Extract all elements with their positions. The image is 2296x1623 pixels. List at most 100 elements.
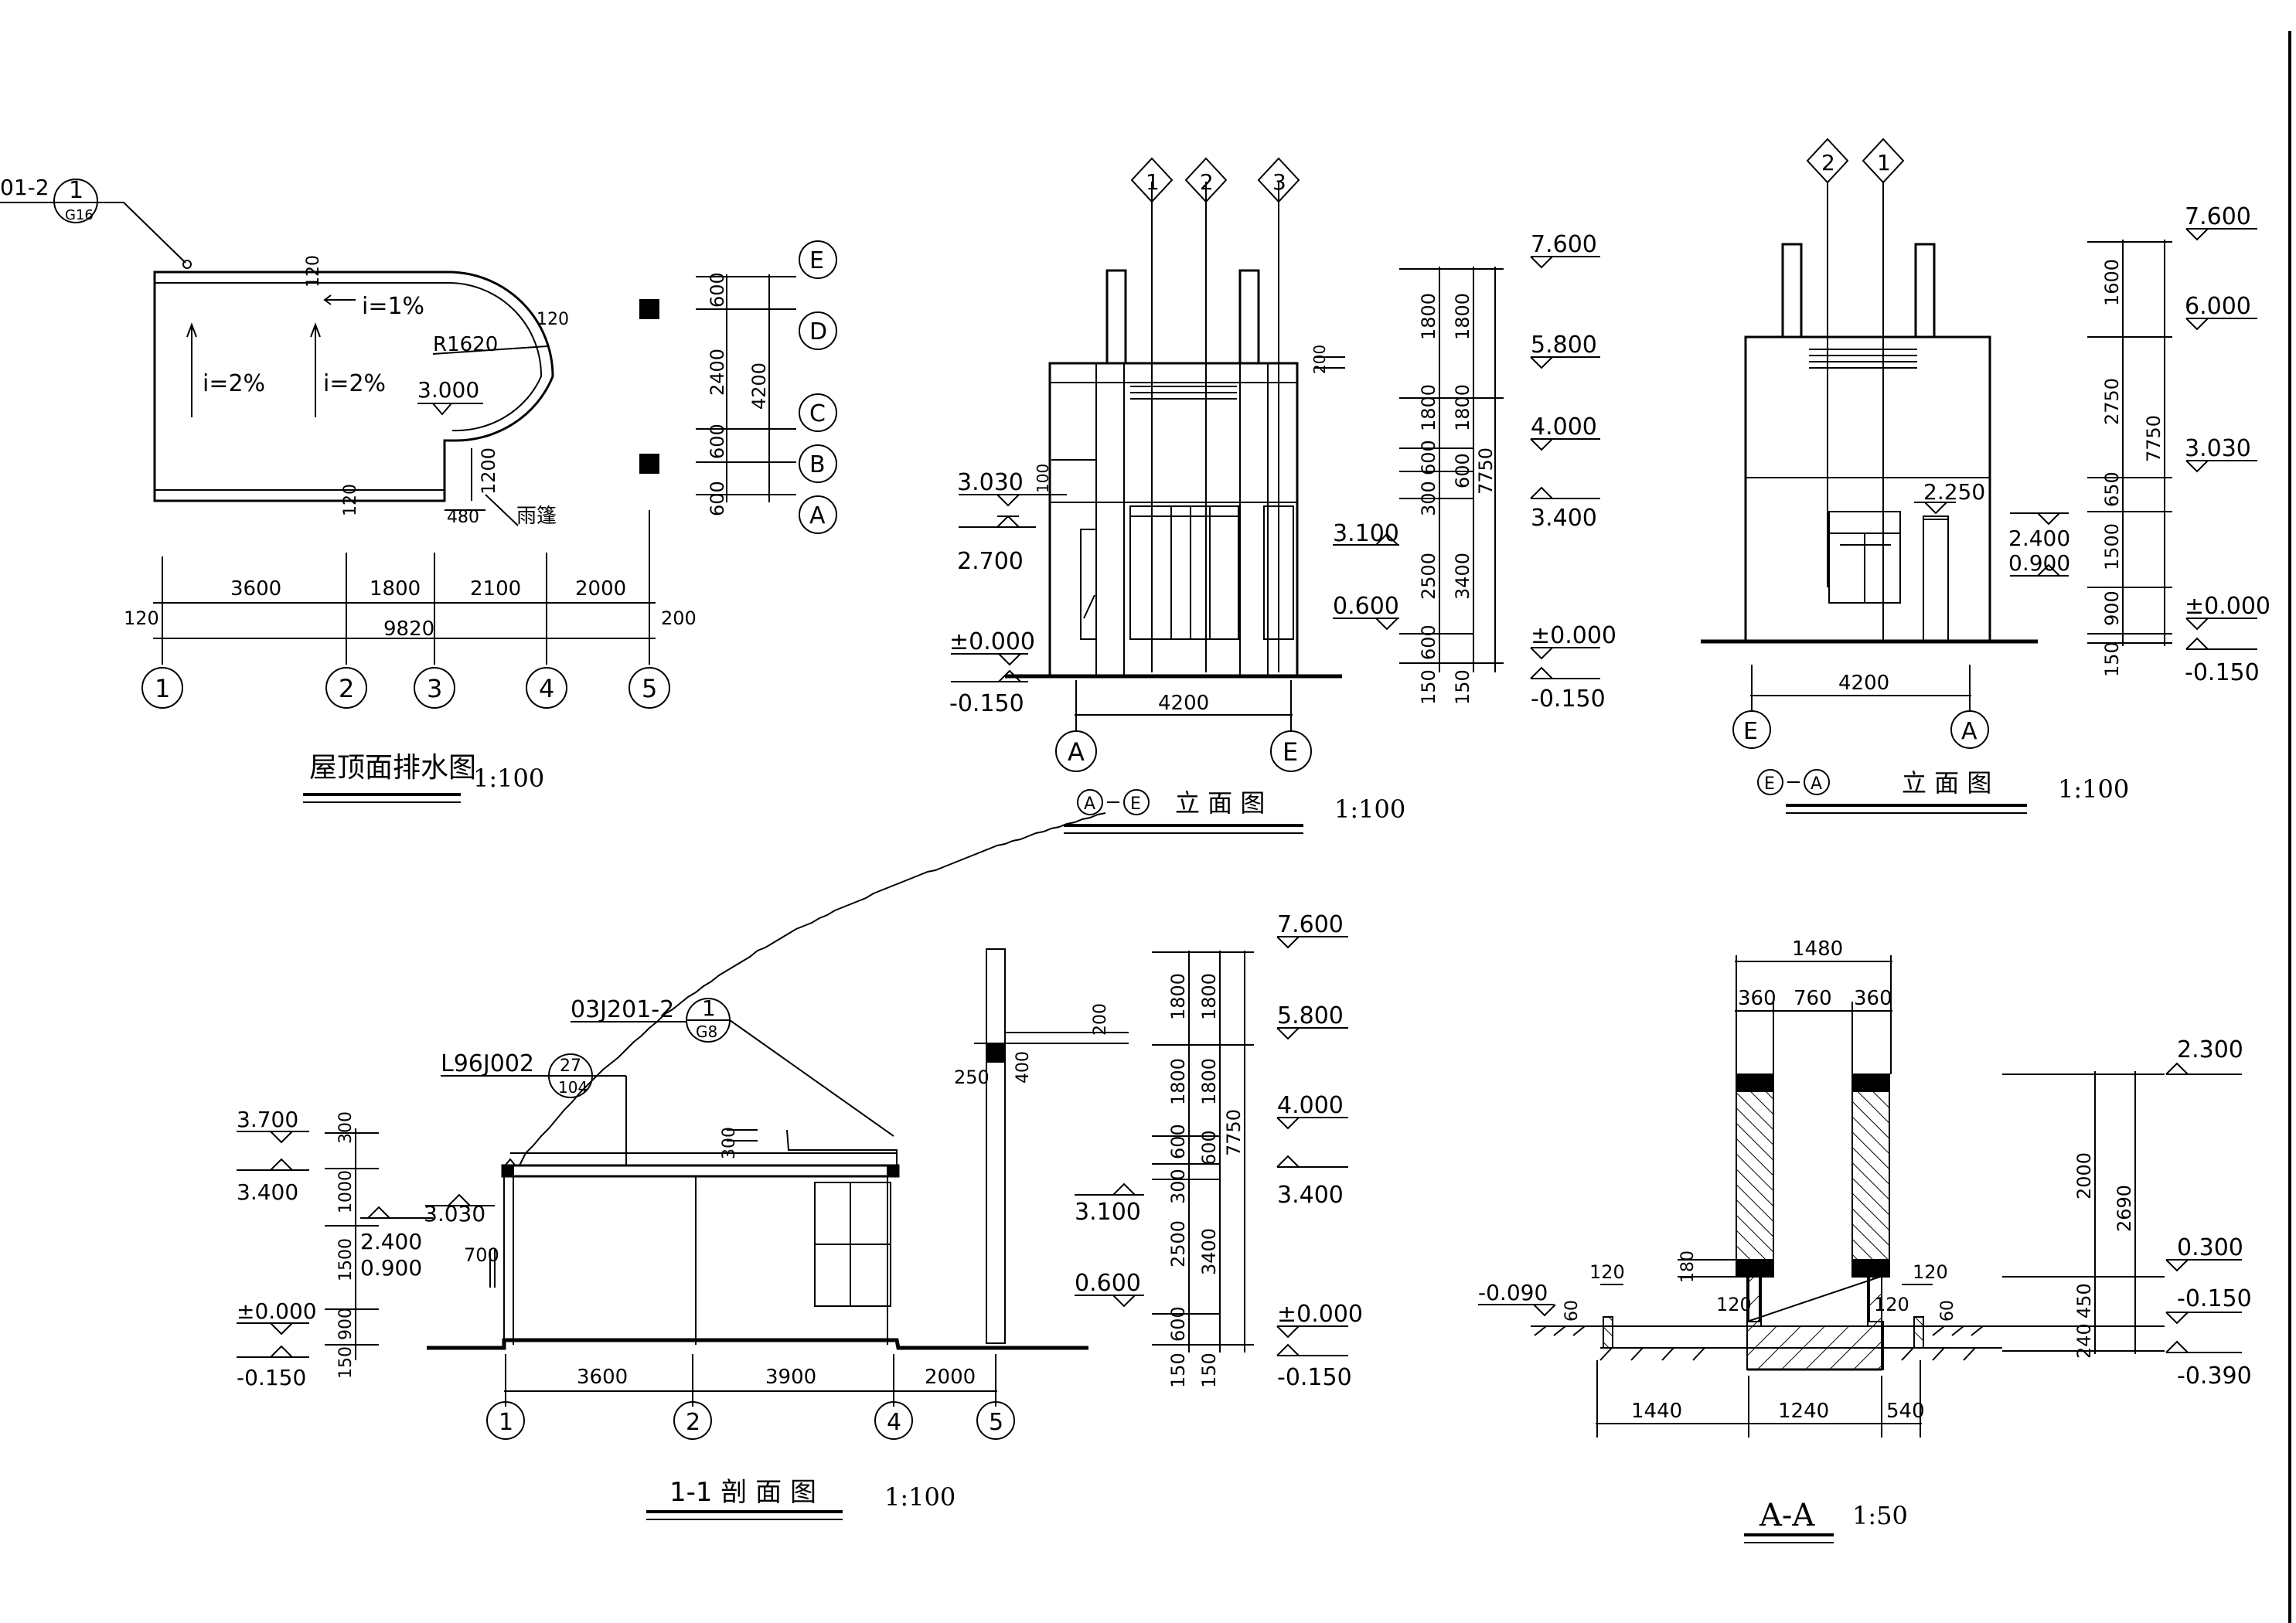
ae-axis-right: E (1283, 737, 1298, 767)
marker-square (639, 299, 659, 319)
ae-dim-col1: 150 (1418, 669, 1439, 705)
roof-axis-label: 1 (155, 674, 170, 703)
s11-dim-col1: 150 (1167, 1352, 1189, 1388)
aa-dim-120b: 120 (1716, 1294, 1752, 1315)
s11-right-elev: 4.000 (1277, 1092, 1344, 1119)
roof-dim-1200: 1200 (478, 447, 499, 495)
roof-axis-bubble (414, 667, 455, 709)
roof-dim-right: 600 (707, 481, 728, 516)
s11-dim-bottom: 3900 (765, 1366, 816, 1389)
s11-ref1-num: 1 (702, 995, 716, 1021)
s11-dim-col1: 1800 (1167, 1058, 1189, 1105)
ae-top-axis: 3 (1272, 169, 1286, 195)
roof-axis-bubble (526, 667, 567, 709)
s11-title: 1-1 剖 面 图 (669, 1477, 816, 1508)
ae-dim-col1: 1800 (1418, 384, 1439, 431)
roof-dim-120a: 120 (304, 255, 323, 288)
aa-dim-120c: 120 (1913, 1261, 1948, 1283)
s11-dim-300: 300 (720, 1127, 739, 1159)
ea-dim: 2750 (2101, 378, 2123, 425)
s11-left-elev: 2.400 (360, 1229, 422, 1254)
aa-title: A-A (1759, 1498, 1815, 1533)
ae-left-elev: ±0.000 (949, 628, 1035, 655)
s11-left-elev: -0.150 (237, 1365, 306, 1390)
ae-top-axis: 1 (1146, 169, 1160, 195)
roof-ref-detail: 01-2 (0, 175, 49, 200)
aa-right-elev: 0.300 (2177, 1234, 2243, 1261)
ea-right-elev: ±0.000 (2185, 593, 2270, 620)
ae-building-body (1048, 362, 1299, 678)
ea-top-axis: 1 (1877, 150, 1891, 175)
roof-ref-symbol (53, 179, 98, 223)
ae-scale: 1:100 (1334, 794, 1405, 824)
s11-ref2-code: L96J002 (441, 1050, 534, 1077)
ea-axis-bubble (1732, 710, 1771, 749)
ae-title-a: A (1084, 794, 1095, 814)
ea-left-elev: 2.400 (2008, 526, 2070, 551)
aa-dims-top: 360 (1854, 987, 1892, 1010)
s11-mid-elev: 0.600 (1075, 1270, 1141, 1297)
s11-ref1-code: 03J201-2 (571, 996, 674, 1023)
ae-axis-bubble (1055, 730, 1097, 772)
aa-dim-180: 180 (1678, 1250, 1698, 1283)
s11-dim-col1: 300 (1167, 1169, 1189, 1204)
ea-left-elev: 0.900 (2008, 550, 2070, 576)
s11-dim-col2: 1800 (1198, 973, 1220, 1020)
ae-right-elev: 3.400 (1531, 505, 1597, 532)
s11-dim-bottom: 2000 (925, 1366, 976, 1389)
roof-dim-bottom: 2100 (470, 577, 521, 601)
aa-dim-top: 1480 (1792, 937, 1843, 961)
ae-dim-total: 7750 (1475, 447, 1497, 495)
aa-dim-total: 2690 (2114, 1185, 2135, 1232)
roof-title: 屋顶面排水图 (309, 752, 476, 784)
aa-dim-60b: 60 (1938, 1300, 1957, 1322)
aa-wall-right (1851, 1073, 1890, 1261)
roof-dim-bottom: 1800 (370, 577, 421, 601)
s11-dim-col2: 3400 (1198, 1228, 1220, 1275)
s11-dim-250: 250 (954, 1067, 990, 1088)
ae-dim-col1: 2500 (1418, 553, 1439, 600)
s11-axis-label: 2 (686, 1409, 700, 1436)
aa-dim-bottom: 1240 (1778, 1400, 1829, 1423)
roof-axis-bubble (799, 444, 837, 483)
roof-axis-bubble (629, 667, 670, 709)
roof-axis-bubble (799, 240, 837, 279)
aa-dim-bottom: 540 (1886, 1400, 1925, 1423)
ae-title-e: E (1130, 794, 1141, 814)
roof-dim-bottom: 2000 (575, 577, 626, 601)
ea-dim: 150 (2101, 641, 2123, 677)
axis-diamond (1257, 157, 1300, 203)
s11-axis-bubble (486, 1401, 525, 1440)
roof-dim-480: 480 (447, 508, 479, 527)
roof-axis-label: 5 (642, 674, 657, 703)
roof-axis-label: B (809, 451, 826, 478)
roof-axis-label: C (809, 400, 826, 427)
roof-axis-label: 3 (427, 674, 442, 703)
ae-dim-col2: 1800 (1452, 293, 1473, 340)
ae-dim-col2: 1800 (1452, 384, 1473, 431)
s11-dim-col1: 1800 (1167, 973, 1189, 1020)
ea-axis-left: E (1743, 718, 1758, 745)
aa-dim-right: 240 (2073, 1323, 2095, 1359)
s11-axis-label: 1 (499, 1409, 513, 1436)
ae-dim-col2: 600 (1452, 453, 1473, 488)
ae-mid-elev: 0.600 (1333, 593, 1399, 620)
ea-title-a: A (1811, 774, 1822, 794)
roof-axis-bubble (325, 667, 367, 709)
ea-scale: 1:100 (2058, 774, 2129, 804)
aa-dim-120d: 120 (1874, 1294, 1909, 1315)
s11-ref1-sheet: G8 (696, 1022, 717, 1041)
elevation-a-e: 1 2 3 3.030 2.700 100 (949, 157, 1616, 834)
ae-right-elev: ±0.000 (1531, 622, 1616, 649)
s11-left-dim: 1000 (336, 1170, 356, 1213)
roof-axis-label: E (809, 247, 824, 274)
aa-right-elev: -0.390 (2177, 1363, 2252, 1390)
s11-left-dim: 150 (336, 1346, 356, 1379)
ea-dim: 900 (2101, 590, 2123, 626)
s11-right-elev: ±0.000 (1277, 1301, 1363, 1328)
aa-wall-left (1736, 1073, 1774, 1261)
axis-diamond (1184, 157, 1228, 203)
roof-axis-label: A (809, 502, 826, 529)
s11-dim-col1: 600 (1167, 1124, 1189, 1159)
